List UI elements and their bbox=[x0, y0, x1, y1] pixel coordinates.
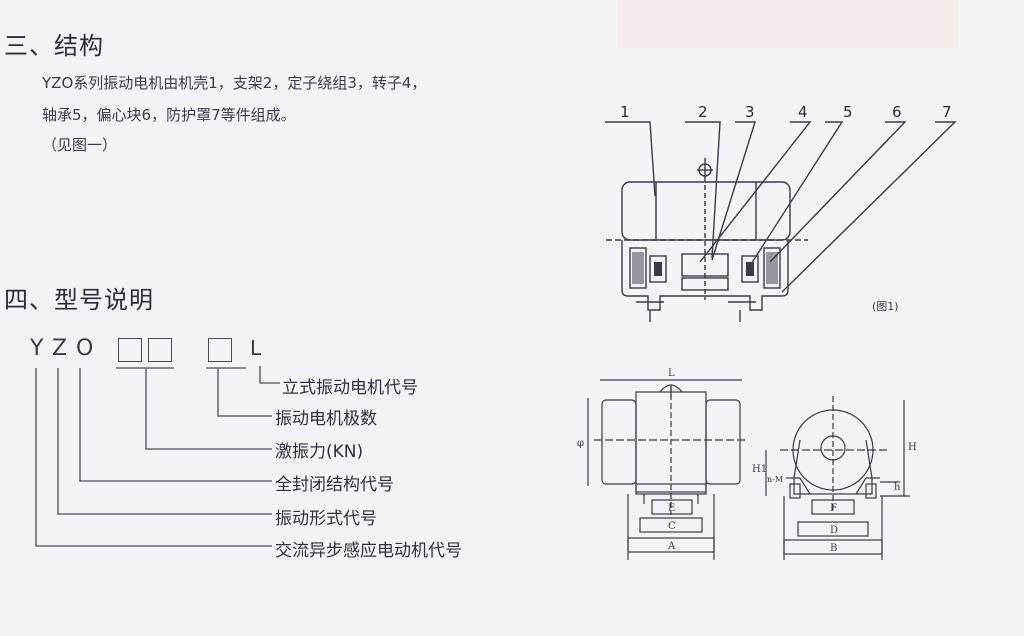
callout-1: 1 bbox=[620, 103, 630, 121]
code-box-1 bbox=[118, 338, 142, 362]
figure1-caption: (图1) bbox=[872, 300, 899, 313]
dim-label-H: H bbox=[908, 442, 917, 453]
label-enclosed-structure-code: 全封闭结构代号 bbox=[275, 475, 394, 495]
section4-heading: 四、型号说明 bbox=[4, 286, 154, 314]
section3-line1: YZO系列振动电机由机壳1，支架2，定子绕组3，转子4， bbox=[42, 74, 427, 92]
dim-label-F: F bbox=[830, 503, 837, 514]
dim-label-D: D bbox=[830, 525, 838, 536]
dim-label-H1: H1 bbox=[752, 464, 767, 475]
dim-label-h: h bbox=[894, 482, 901, 493]
section3-heading: 三、结构 bbox=[4, 32, 104, 60]
code-letter-o: O bbox=[76, 336, 94, 361]
label-vibration-type-code: 振动形式代号 bbox=[275, 509, 377, 529]
label-exciting-force: 激振力(KN) bbox=[275, 442, 364, 462]
section3-line2: 轴承5，偏心块6，防护罩7等件组成。 bbox=[42, 106, 296, 124]
code-letter-z: Z bbox=[52, 336, 68, 361]
code-box-2 bbox=[148, 338, 172, 362]
callout-7: 7 bbox=[942, 103, 952, 121]
callout-5: 5 bbox=[843, 103, 853, 121]
dim-label-nM: n-M bbox=[767, 475, 783, 484]
dim-label-C: C bbox=[668, 521, 676, 532]
label-induction-motor-code: 交流异步感应电动机代号 bbox=[275, 541, 462, 561]
section3-line3: （见图一） bbox=[42, 136, 118, 154]
callout-4: 4 bbox=[798, 103, 808, 121]
dim-label-A: A bbox=[667, 541, 676, 552]
code-letter-y: Y bbox=[30, 336, 44, 361]
code-suffix: L bbox=[250, 336, 262, 360]
label-vertical-motor-code: 立式振动电机代号 bbox=[282, 378, 418, 398]
dim-label-B: B bbox=[830, 543, 837, 554]
code-box-3 bbox=[208, 338, 232, 362]
dim-label-E: E bbox=[668, 503, 675, 514]
callout-2: 2 bbox=[698, 103, 708, 121]
highlight-box bbox=[618, 0, 958, 48]
label-pole-count: 振动电机极数 bbox=[275, 409, 377, 429]
callout-3: 3 bbox=[745, 103, 755, 121]
callout-6: 6 bbox=[892, 103, 902, 121]
dim-label-phi: φ bbox=[577, 438, 584, 449]
dim-label-L: L bbox=[668, 368, 675, 379]
